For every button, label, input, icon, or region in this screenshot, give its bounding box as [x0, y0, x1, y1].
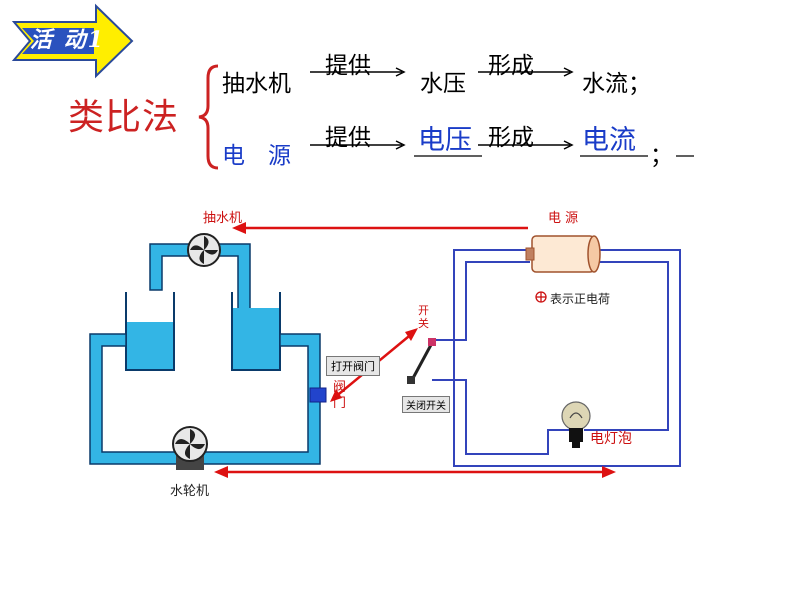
wire-inner-3: [584, 261, 669, 431]
row2-arrow1: [310, 140, 406, 150]
row2-blank3: [676, 155, 694, 157]
right-tank: [231, 292, 281, 371]
row1-source: 抽水机: [222, 71, 291, 97]
electric-circuit: [432, 249, 681, 467]
circuit-diagram: [89, 222, 681, 478]
row1-arrow1: [310, 67, 406, 77]
source-label: 电 源: [548, 211, 579, 226]
valve-label: 阀门: [333, 380, 347, 411]
row1-middle: 水压: [420, 71, 466, 97]
row1-verb2: 形成: [488, 53, 534, 79]
activity-banner-label: 活 动1: [30, 27, 105, 53]
row2-source: 电 源: [222, 143, 291, 169]
close-switch-button[interactable]: 关闭开关: [402, 396, 450, 413]
water-pipe-loop: [89, 333, 321, 465]
method-label: 类比法: [68, 97, 180, 138]
row1-arrow2: [478, 67, 574, 77]
battery-icon: [525, 235, 601, 273]
positive-charge-note: 表示正电荷: [550, 292, 611, 306]
row2-punct: ；: [650, 143, 673, 169]
row2-verb2: 形成: [488, 125, 534, 151]
wire-inner-2: [432, 379, 570, 455]
pump-label: 抽水机: [203, 211, 243, 226]
switch-icon[interactable]: [407, 338, 436, 384]
row1-verb1: 提供: [325, 53, 371, 79]
pump-icon: [187, 233, 221, 267]
row2-blank1: [414, 155, 482, 157]
row2-verb1: 提供: [325, 125, 371, 151]
turbine-label: 水轮机: [170, 484, 210, 499]
water-system: [89, 233, 327, 470]
switch-label: 开关: [418, 304, 429, 330]
bulb-icon: [561, 401, 591, 448]
analogy-arrows: [214, 222, 616, 478]
row1-end: 水流；: [582, 71, 651, 97]
row2-blank2: [580, 155, 648, 157]
turbine-icon: [172, 426, 208, 470]
brace-icon: [198, 64, 219, 170]
open-valve-button[interactable]: 打开阀门: [326, 356, 380, 376]
bulb-label: 电灯泡: [590, 431, 632, 447]
left-tank: [125, 292, 175, 371]
valve-icon[interactable]: [309, 387, 327, 403]
wire-inner: [432, 261, 530, 341]
row2-arrow2: [478, 140, 574, 150]
activity-banner: [11, 3, 134, 79]
row2-end: 电流: [582, 125, 636, 156]
positive-charge-icon: [535, 291, 547, 303]
row2-middle: 电压: [418, 125, 472, 156]
wire-outer: [453, 249, 681, 467]
